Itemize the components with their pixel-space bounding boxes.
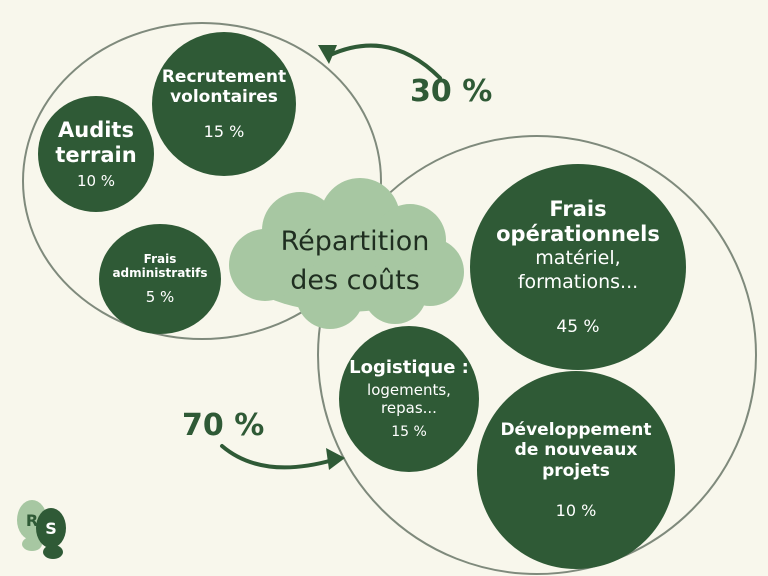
bubble-value: 15 %: [391, 424, 427, 441]
bubble-title: Frais: [549, 196, 607, 221]
bubble-audits-terrain: Audits terrain 10 %: [38, 96, 154, 212]
bubble-description: logements,: [367, 380, 451, 399]
group-share-70: 70 %: [182, 408, 265, 443]
group-outline-30: [22, 22, 382, 340]
bubble-logistique: Logistique : logements, repas... 15 %: [339, 326, 479, 472]
arrow-70-icon: [220, 444, 335, 470]
group-share-30: 30 %: [410, 74, 493, 109]
bubble-description: matériel,: [535, 247, 621, 270]
bubble-value: 10 %: [76, 172, 116, 191]
bubble-title: terrain: [55, 143, 137, 167]
bubble-title: volontaires: [170, 87, 278, 108]
arrow-30-icon: [328, 43, 442, 80]
arrow-70-head-icon: [326, 448, 345, 470]
arrow-30-head-icon: [318, 45, 337, 64]
bubble-title: de nouveaux: [514, 440, 638, 461]
bubble-value: 10 %: [555, 500, 597, 520]
bubble-description: formations...: [517, 270, 639, 293]
bubble-frais-operationnels: Frais opérationnels matériel, formations…: [470, 164, 686, 370]
bubble-value: 45 %: [556, 316, 600, 337]
bubble-frais-administratifs: Frais administratifs 5 %: [99, 224, 221, 334]
center-title: Répartition des coûts: [255, 222, 455, 300]
logo-letter-r: R: [26, 511, 38, 530]
bubble-title: administratifs: [112, 266, 208, 280]
bubble-recrutement-volontaires: Recrutement volontaires 15 %: [152, 32, 296, 176]
bubble-value: 15 %: [203, 121, 245, 141]
group-outline-70: [317, 135, 757, 575]
bubble-title: Logistique :: [349, 357, 469, 379]
bubble-title: Audits: [58, 117, 134, 142]
logo-letter-s: S: [45, 519, 57, 538]
bubble-description: repas...: [381, 399, 437, 418]
bubble-title: Frais: [143, 251, 177, 266]
bubble-title: projets: [542, 460, 610, 481]
center-title-line2: des coûts: [290, 265, 420, 297]
bubble-value: 5 %: [145, 288, 175, 307]
footprints-logo-icon: R S: [17, 500, 66, 559]
bubble-title: opérationnels: [496, 222, 660, 247]
bubble-title: Recrutement: [161, 67, 287, 88]
bubble-title: Développement: [500, 419, 652, 440]
cloud-icon: [229, 178, 464, 329]
bubble-developpement-projets: Développement de nouveaux projets 10 %: [477, 371, 675, 569]
center-title-line1: Répartition: [280, 226, 430, 257]
